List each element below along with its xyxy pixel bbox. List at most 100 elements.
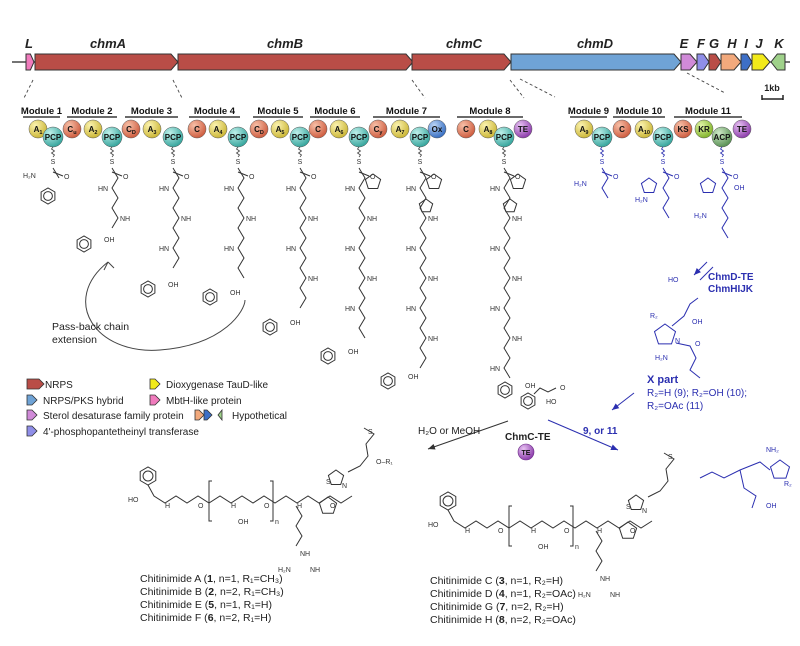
legend-item: Sterol desaturase family protein [26,409,184,422]
module-label: Module 4 [194,106,236,117]
x-part-linker [699,461,771,479]
phe-backbone [533,387,557,395]
domain-label: TE [737,125,748,134]
thioester-sulfur: S [357,159,362,166]
domain-ox: Ox [427,119,447,139]
amide-nh: NH [512,336,522,343]
pyrrolidine-ring [699,177,717,193]
amide-nh: HN [159,246,169,253]
domain-bubble [456,119,476,139]
legend-swatch [203,409,213,421]
c-terminal-ho: HO [128,497,139,504]
domain-a: A5 [270,119,290,139]
thioester-sulfur: S [418,159,423,166]
domain-pcp: PCP S [289,126,311,166]
ppant-arm [660,146,666,158]
gene-label: K [774,36,785,51]
phenyl-ring [262,318,278,336]
aromatic-circle [142,470,154,482]
amine: H₂N [574,181,587,188]
thioester-sulfur: S [298,159,303,166]
released-chain-end: HOO [520,385,566,410]
release-step: ChmD-TE ChmHIJK [693,261,754,295]
carbonyl-oxygen: O [370,174,376,181]
domain-bubble [187,119,207,139]
product-caption: Chitinimide B (2, n=2, R₁=CH₃) [140,586,284,598]
legend-item: Dioxygenase TauD-like [149,378,269,391]
domain-label: A7 [396,125,405,136]
carbonyl [721,171,733,177]
domain-label: C [619,125,625,134]
legend-swatch [217,408,223,422]
chmc-te-label: ChmC-TE [505,432,551,443]
product-params: , n=1, R₁=H) [214,599,272,611]
ppant-arm [356,146,362,158]
aromatic-circle [265,322,275,332]
module-label: Module 1 [21,106,63,117]
amide-nh: HN [286,246,296,253]
backbone-atom: H [165,503,170,510]
carboxyl-oh: OH [230,290,241,297]
aromatic-circle [205,292,215,302]
thioester-sulfur: S [720,159,725,166]
domain-bubble [121,119,141,139]
backbone-atom: O [564,528,570,535]
domain-te: TE [513,119,533,139]
domain-bubble [368,119,388,139]
carbonyl [299,171,311,177]
thioether-sulfur: S [668,454,673,461]
thiazole-ring [327,469,345,485]
amide-nh: NH [181,216,191,223]
product-list-left: Chitinimide A (1, n=1, R₁=CH₃)Chitinimid… [140,573,284,624]
gene-label: J [755,36,763,51]
release-arrow-forward [693,261,708,276]
aromatic-circle [500,385,510,395]
carboxyl-oh: OH [408,374,419,381]
domain-label: PCP [292,133,309,142]
amine: NH₂ [766,447,779,454]
serine-oh: OH [538,544,549,551]
domain-bubble [308,119,328,139]
carbonyl [662,171,674,177]
gene-label: chmD [577,36,614,51]
domain-label: A4 [214,125,224,136]
product-name: Chitinimide A ( [140,573,208,585]
legend-swatch [26,409,38,421]
thiazole-nitrogen: N [642,508,647,515]
domain-ks: KS [673,119,693,139]
product-params: , n=1, R₂=H) [505,575,563,587]
scale-bar: 1kb [761,83,784,100]
carboxyl-ho: HO [668,277,679,284]
aromatic-circle [523,396,533,406]
phenyl-ring [380,372,396,390]
domain-c: C [308,119,328,139]
gene-arrow [751,53,771,71]
domain-label: PCP [594,133,611,142]
carbonyl-oxygen: O [64,174,70,181]
amine: H₂N [635,197,648,204]
backbone-atom: H [297,503,302,510]
domain-c: C [187,119,207,139]
legend-item: NRPS/PKS hybrid [26,394,124,407]
domain-c: C [612,119,632,139]
amide-nh: NH [428,216,438,223]
gene-label: chmA [90,36,126,51]
aromatic-circle [43,191,53,201]
domain-a: A2 [83,119,103,139]
carboxyl-oh: OH [348,349,359,356]
peptide-backbone [447,509,653,529]
aromatic-circle [143,284,153,294]
gene-I: I [740,36,753,71]
repeat-bracket-open [208,480,212,522]
domain-bubble [208,119,228,139]
domain-a: A7 [390,119,410,139]
amide-nh: HN [406,186,416,193]
gene-arrow [510,53,682,71]
product-caption: Chitinimide F (6, n=2, R₁=H) [140,612,271,624]
gene-arrow [177,53,414,71]
